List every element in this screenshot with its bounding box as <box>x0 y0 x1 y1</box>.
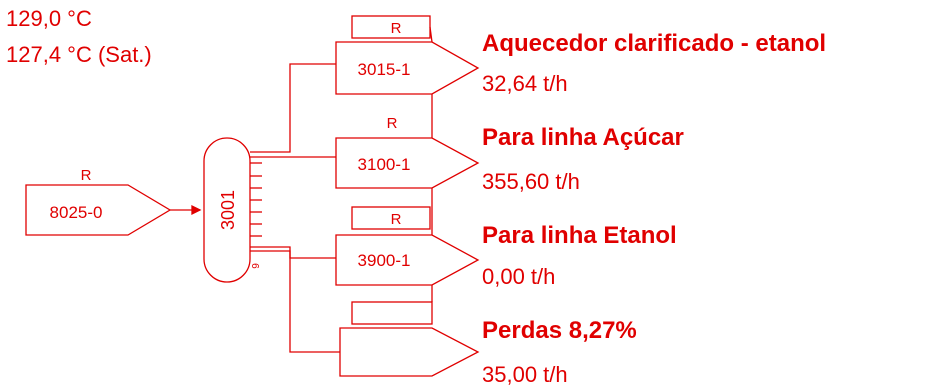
temperature-saturation: 127,4 °C (Sat.) <box>6 42 152 67</box>
destination-3015: Aquecedor clarificado - etanol <box>482 30 826 57</box>
destination-3900: Para linha Etanol <box>482 222 677 249</box>
splitter-3015-id: 3015-1 <box>358 60 411 79</box>
flow-3900: 0,00 t/h <box>482 264 555 289</box>
source-id: 8025-0 <box>50 203 103 222</box>
splitter-3900-bottom-box[interactable] <box>351 301 433 325</box>
flow-3100: 355,60 t/h <box>482 169 580 194</box>
splitter-3900-tag: R <box>391 211 402 228</box>
connector-arrowhead <box>191 204 202 216</box>
header-tick-label: 9 <box>251 263 262 269</box>
source-tag: R <box>81 167 92 184</box>
header-vessel-shape[interactable] <box>203 137 251 283</box>
header-id: 3001 <box>218 190 238 230</box>
losses-label: Perdas 8,27% <box>482 317 637 344</box>
outlet-line-losses <box>250 250 340 353</box>
header-ticks <box>250 162 262 237</box>
splitter-3015-shape[interactable] <box>335 41 480 95</box>
outlet-line-3900 <box>250 246 336 259</box>
losses-flow: 35,00 t/h <box>482 362 568 387</box>
outlet-line-3015 <box>250 63 336 153</box>
flow-3015: 32,64 t/h <box>482 71 568 96</box>
source-stream-shape[interactable] <box>25 184 172 236</box>
splitter-3900-id: 3900-1 <box>358 251 411 270</box>
splitter-3100-shape[interactable] <box>335 137 480 189</box>
splitter-3015-r-box-link <box>429 26 433 43</box>
splitter-3015-tag: R <box>391 20 402 37</box>
splitter-3100-id: 3100-1 <box>358 155 411 174</box>
splitter-3900-r-box[interactable] <box>351 206 431 230</box>
splitter-3900-shape[interactable] <box>335 234 480 286</box>
losses-stream-shape[interactable] <box>339 327 480 377</box>
destination-3100: Para linha Açúcar <box>482 124 684 151</box>
temperature-actual: 129,0 °C <box>6 6 92 31</box>
splitter-3100-tag: R <box>387 115 398 132</box>
